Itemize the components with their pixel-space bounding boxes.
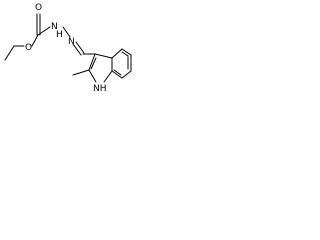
bond-ethyl-ch3-ch2: [4, 45, 15, 61]
carbonyl-oxygen-label: O: [35, 3, 42, 13]
bond-c4-c5: [121, 48, 132, 56]
bond-c7-c7a: [111, 70, 123, 79]
bond-c2-methyl: [72, 69, 90, 76]
indole-nh-label: NH: [93, 84, 107, 94]
imine-n-label: N: [68, 37, 75, 47]
bond-c2-n1: [88, 69, 97, 83]
bond-n-ch-double-a: [75, 41, 85, 54]
bond-c6-c7: [121, 70, 132, 79]
bond-c7-c7a-inner: [113, 69, 122, 76]
bond-c3a-c4: [111, 48, 123, 59]
ester-oxygen-label: O: [25, 43, 32, 53]
bond-n-ch-double-b: [72, 43, 82, 56]
bond-c3-c3a: [94, 53, 113, 59]
bond-c3-c2-inner: [90, 57, 97, 70]
bond-n-n: [62, 26, 71, 38]
bond-o-carbonyl-c: [31, 34, 39, 47]
bond-c4-c5-inner: [121, 51, 129, 57]
bond-carbonyl-c-n: [37, 26, 51, 36]
bond-c3-c2: [88, 53, 96, 71]
hydrazide-h-label: H: [56, 30, 63, 40]
chemical-structure: O O N H N NH: [4, 3, 132, 94]
bond-n1-c7a: [103, 70, 113, 83]
hydrazide-n-label: N: [51, 22, 58, 32]
